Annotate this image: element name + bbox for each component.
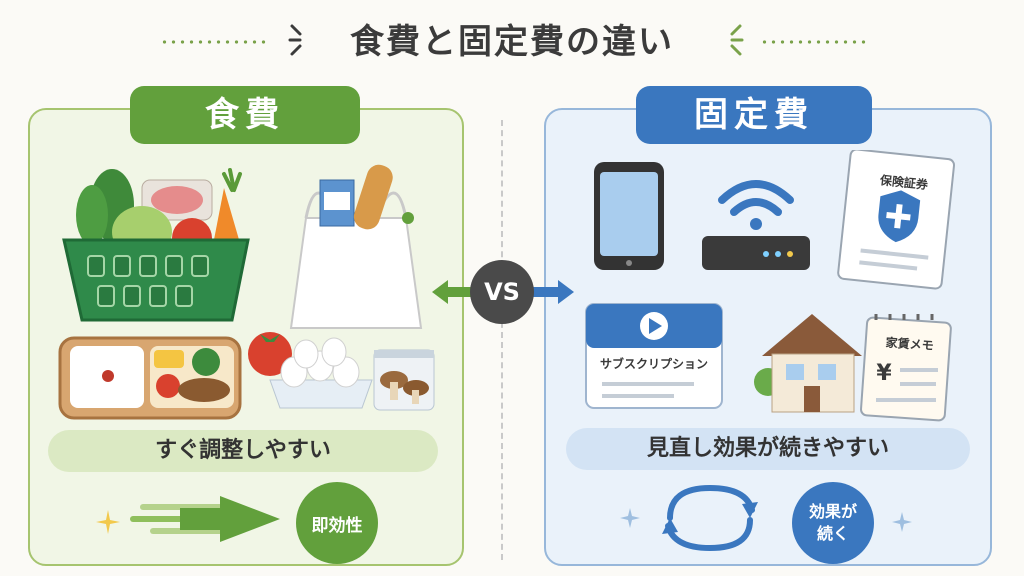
insurance-document-icon: 保険証券 xyxy=(837,150,956,290)
page-title: 食費と固定費の違い xyxy=(350,22,674,62)
title-sparkle-right-icon xyxy=(730,24,744,56)
title-dots-right xyxy=(760,40,870,44)
right-arrow-icon xyxy=(530,280,574,304)
center-divider xyxy=(501,120,503,560)
subscription-label: サブスクリプション xyxy=(600,356,708,371)
fixed-caption: 見直し効果が続きやすい xyxy=(566,428,970,470)
bento-box-icon xyxy=(58,336,242,420)
tomato-icon xyxy=(248,332,292,376)
fixed-badge: 効果が 続く xyxy=(792,482,874,564)
fixed-badge-line1: 効果が xyxy=(808,502,857,521)
shopping-bag-icon xyxy=(289,164,423,329)
sparkle-left-icon xyxy=(620,508,640,528)
wifi-router-icon xyxy=(702,180,810,270)
subscription-card-icon: サブスクリプション xyxy=(585,303,723,409)
house-icon xyxy=(754,314,862,413)
yen-symbol: ¥ xyxy=(876,361,892,386)
food-badge: 即効性 xyxy=(296,482,378,564)
sparkle-icon xyxy=(96,510,120,534)
vs-badge: VS xyxy=(470,260,534,324)
left-arrow-icon xyxy=(432,280,476,304)
fixed-panel-title: 固定費 xyxy=(636,86,872,144)
insurance-label: 保険証券 xyxy=(878,172,929,192)
cycle-arrows-icon xyxy=(662,484,758,552)
speed-arrow-icon xyxy=(130,496,280,542)
sparkle-right-icon xyxy=(892,512,912,532)
rent-memo-icon: 家賃メモ ¥ xyxy=(860,314,952,422)
grocery-basket-icon xyxy=(62,168,250,322)
fixed-badge-line2: 続く xyxy=(816,524,849,543)
food-caption: すぐ調整しやすい xyxy=(48,430,438,472)
title-sparkle-left-icon xyxy=(288,24,302,56)
title-dots-left xyxy=(160,40,270,44)
memo-label: 家賃メモ xyxy=(885,335,934,353)
egg-carton-icon xyxy=(269,337,373,409)
smartphone-icon xyxy=(594,162,664,270)
mushroom-pack-icon xyxy=(373,349,435,411)
food-panel-title: 食費 xyxy=(130,86,360,144)
